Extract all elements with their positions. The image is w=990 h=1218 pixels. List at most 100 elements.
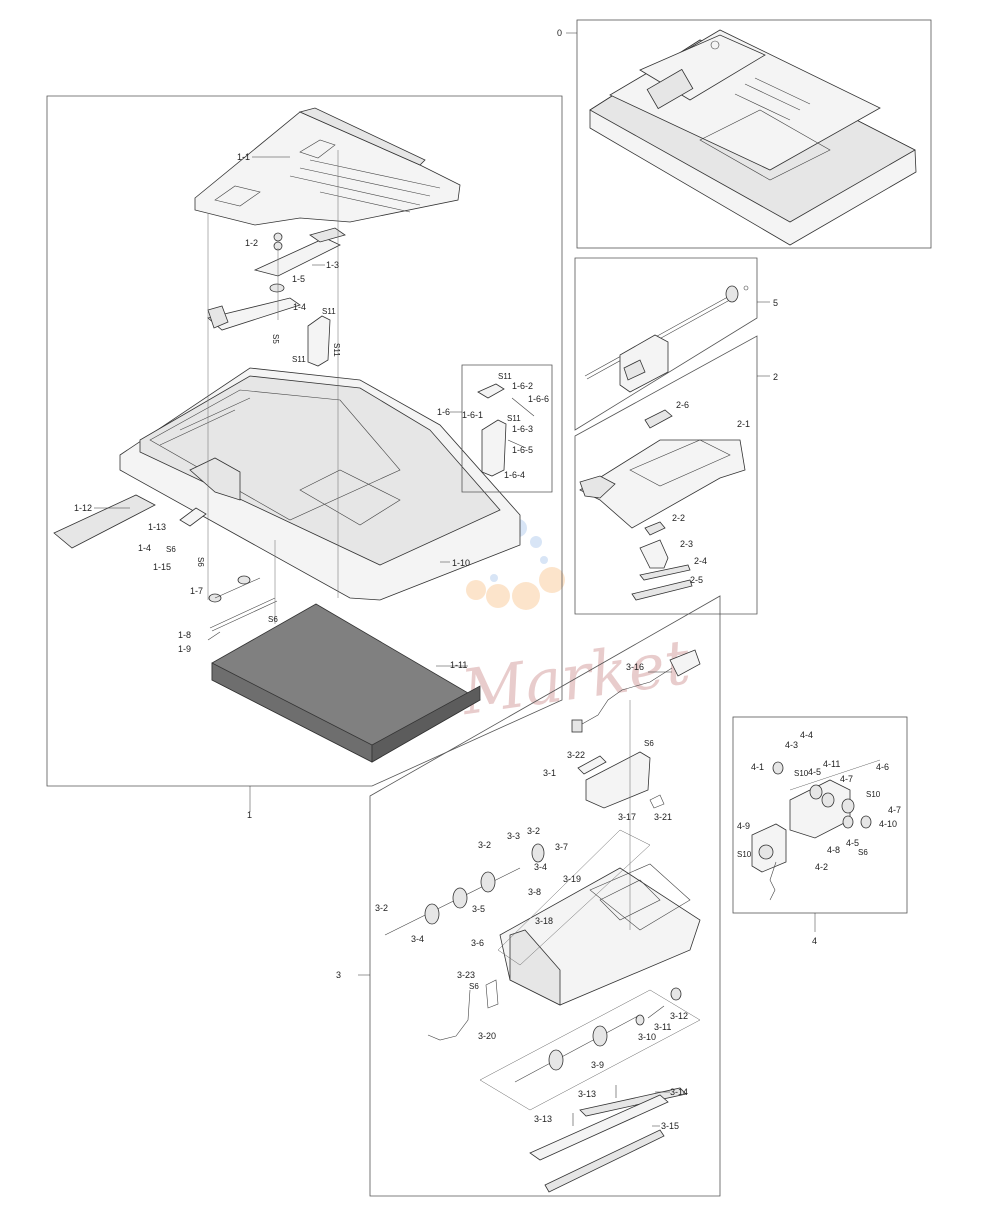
label-3-7: 3-7 <box>555 842 568 852</box>
frame-assembly-0 <box>576 19 932 249</box>
label-group-1: 1 <box>247 810 252 820</box>
assembly-3-transport <box>384 649 701 1193</box>
label-4-6: 4-6 <box>876 762 889 772</box>
label-1-6-2: 1-6-2 <box>512 381 533 391</box>
label-2-5: 2-5 <box>690 575 703 585</box>
label-4-3: 4-3 <box>785 740 798 750</box>
label-3-1: 3-1 <box>543 768 556 778</box>
label-4-2: 4-2 <box>815 862 828 872</box>
label-3-15: 3-15 <box>661 1121 679 1131</box>
label-3-16: 3-16 <box>626 662 644 672</box>
label-4-5-a: 4-5 <box>808 767 821 777</box>
label-3-6: 3-6 <box>471 938 484 948</box>
label-1-1: 1-1 <box>237 152 250 162</box>
label-s11-c: S11 <box>292 355 306 364</box>
label-3-12: 3-12 <box>670 1011 688 1021</box>
label-1-6-1: 1-6-1 <box>462 410 483 420</box>
label-s11-d: S11 <box>498 372 512 381</box>
label-2-6: 2-6 <box>676 400 689 410</box>
part-1-1-tray <box>194 111 461 226</box>
label-1-4-b: 1-4 <box>138 543 151 553</box>
assembly-4-drive <box>751 759 881 901</box>
label-3-20: 3-20 <box>478 1031 496 1041</box>
label-s6-b: S6 <box>196 557 205 567</box>
label-1-6-5: 1-6-5 <box>512 445 533 455</box>
label-3-11: 3-11 <box>654 1022 671 1032</box>
label-s6-d: S6 <box>644 739 654 748</box>
label-3-3: 3-3 <box>507 831 520 841</box>
assembly-5-roller <box>584 285 749 393</box>
label-3-22: 3-22 <box>567 750 585 760</box>
label-1-10: 1-10 <box>452 558 470 568</box>
label-1-9: 1-9 <box>178 644 191 654</box>
label-group-5: 5 <box>773 298 778 308</box>
label-3-2-a: 3-2 <box>478 840 491 850</box>
label-s5: S5 <box>271 334 280 344</box>
assembly-1-adf-cover <box>53 107 553 763</box>
label-s11-e: S11 <box>507 414 521 423</box>
label-1-11: 1-11 <box>450 660 467 670</box>
label-1-6-4: 1-6-4 <box>504 470 525 480</box>
frame-assembly-5 <box>574 257 758 431</box>
label-3-14: 3-14 <box>670 1087 688 1097</box>
frame-assembly-1 <box>46 95 563 787</box>
label-1-13: 1-13 <box>148 522 166 532</box>
group-frames <box>46 19 932 1197</box>
label-group-2: 2 <box>773 372 778 382</box>
label-3-13-a: 3-13 <box>578 1089 596 1099</box>
label-4-7-a: 4-7 <box>840 774 853 784</box>
label-4-10: 4-10 <box>879 819 897 829</box>
label-2-2: 2-2 <box>672 513 685 523</box>
label-s10-b: S10 <box>866 790 881 799</box>
label-s11-b: S11 <box>332 343 341 357</box>
label-group-0: 0 <box>557 28 562 38</box>
label-s10-c: S10 <box>737 850 752 859</box>
label-3-2-b: 3-2 <box>527 826 540 836</box>
label-3-4-a: 3-4 <box>534 862 547 872</box>
label-3-4-b: 3-4 <box>411 934 424 944</box>
label-1-6-3: 1-6-3 <box>512 424 533 434</box>
label-3-2-c: 3-2 <box>375 903 388 913</box>
label-1-8: 1-8 <box>178 630 191 640</box>
label-1-2: 1-2 <box>245 238 258 248</box>
assembly-2-pickup <box>579 409 746 601</box>
label-1-3: 1-3 <box>326 260 339 270</box>
label-s10-a: S10 <box>794 769 809 778</box>
label-3-19: 3-19 <box>563 874 581 884</box>
label-1-5: 1-5 <box>292 274 305 284</box>
label-3-9: 3-9 <box>591 1060 604 1070</box>
label-3-21: 3-21 <box>654 812 672 822</box>
label-2-1: 2-1 <box>737 419 750 429</box>
label-3-8: 3-8 <box>528 887 541 897</box>
label-4-1: 4-1 <box>751 762 764 772</box>
label-s6-f: S6 <box>858 848 868 857</box>
callout-labels: 0 1 2 3 4 5 1-1 1-2 1-3 1-4 1-5 1-4 1-6 … <box>74 28 901 1131</box>
frame-part-1-6 <box>461 364 553 493</box>
part-1-12-plate <box>53 494 156 549</box>
leader-lines <box>94 32 816 1127</box>
label-3-18: 3-18 <box>535 916 553 926</box>
label-s11-a: S11 <box>322 307 336 316</box>
label-3-17: 3-17 <box>618 812 636 822</box>
label-4-5-b: 4-5 <box>846 838 859 848</box>
label-3-23: 3-23 <box>457 970 475 980</box>
label-1-15: 1-15 <box>153 562 171 572</box>
label-1-6-6: 1-6-6 <box>528 394 549 404</box>
label-s6-a: S6 <box>166 545 176 554</box>
label-2-3: 2-3 <box>680 539 693 549</box>
assembly-0-adf-complete <box>589 29 917 246</box>
label-1-12: 1-12 <box>74 503 92 513</box>
label-3-10: 3-10 <box>638 1032 656 1042</box>
label-1-7: 1-7 <box>190 586 203 596</box>
label-group-4: 4 <box>812 936 817 946</box>
label-group-3: 3 <box>336 970 341 980</box>
label-4-7-b: 4-7 <box>888 805 901 815</box>
label-1-4: 1-4 <box>293 302 306 312</box>
label-4-11: 4-11 <box>823 759 840 769</box>
label-s6-c: S6 <box>268 615 278 624</box>
label-2-4: 2-4 <box>694 556 707 566</box>
label-s6-e: S6 <box>469 982 479 991</box>
label-4-9: 4-9 <box>737 821 750 831</box>
label-4-4: 4-4 <box>800 730 813 740</box>
